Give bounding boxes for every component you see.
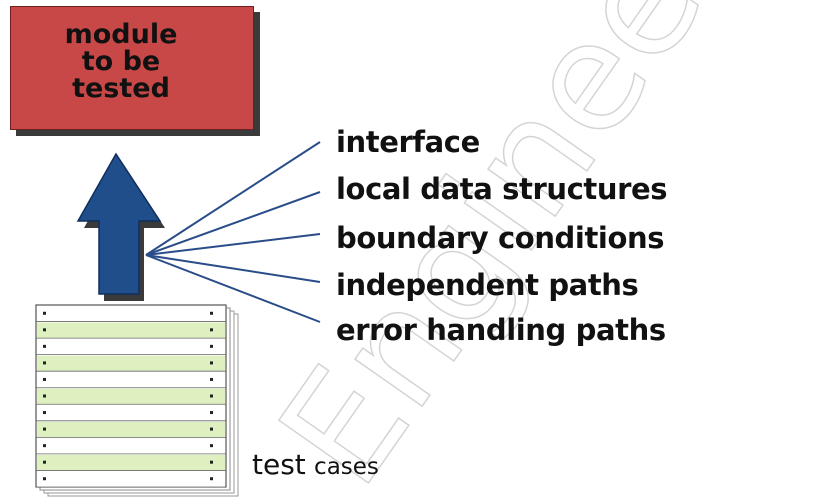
test-case-row	[37, 306, 225, 322]
test-case-row-dot	[210, 460, 213, 464]
test-case-row	[37, 405, 225, 421]
test-case-row	[37, 421, 225, 438]
connector-lines	[145, 141, 321, 323]
test-case-row-dot	[210, 328, 213, 332]
feature-error-handling-paths: error handling paths	[336, 313, 666, 347]
test-cases-label-word1: test	[252, 448, 306, 481]
feature-boundary-conditions: boundary conditions	[336, 221, 665, 255]
test-case-row-dot	[43, 411, 46, 415]
test-case-row-dot	[210, 444, 213, 448]
test-case-row-dot	[43, 394, 46, 398]
test-cases-stack-icon	[35, 304, 239, 497]
connector-line-boundary	[145, 233, 321, 256]
test-cases-label-word2: cases	[314, 454, 379, 480]
test-case-row-dot	[210, 394, 213, 398]
test-case-row	[37, 322, 225, 339]
up-arrow-icon	[76, 152, 165, 301]
test-case-row-dot	[210, 411, 213, 415]
connector-line-local-data	[145, 191, 321, 256]
test-case-row-dot	[43, 377, 46, 381]
connector-line-independent	[145, 254, 321, 283]
test-case-row-dot	[43, 344, 46, 348]
test-case-row-dot	[43, 460, 46, 464]
test-case-row	[37, 454, 225, 471]
test-cases-label: test cases	[252, 449, 379, 483]
test-case-row	[37, 372, 225, 388]
feature-local-data-structures: local data structures	[336, 172, 668, 206]
module-box: module to be tested	[10, 6, 254, 130]
feature-interface: interface	[336, 125, 480, 159]
test-case-row	[37, 339, 225, 355]
test-case-row-dot	[210, 477, 213, 481]
test-case-row-dot	[43, 477, 46, 481]
test-case-row-dot	[43, 444, 46, 448]
test-case-row-dot	[210, 427, 213, 431]
test-case-row	[37, 388, 225, 405]
connector-line-error	[145, 254, 321, 323]
test-case-row-dot	[43, 311, 46, 315]
test-case-row-dot	[43, 427, 46, 431]
module-label: module to be tested	[64, 19, 178, 104]
connector-line-interface	[145, 141, 321, 256]
test-case-row-dot	[210, 344, 213, 348]
test-case-row	[37, 471, 225, 487]
test-case-row	[37, 355, 225, 372]
test-case-row-dot	[43, 361, 46, 365]
test-case-row-dot	[210, 311, 213, 315]
test-case-row-dot	[43, 328, 46, 332]
test-case-row-dot	[210, 361, 213, 365]
test-case-row	[37, 438, 225, 454]
feature-independent-paths: independent paths	[336, 268, 639, 302]
test-case-row-dot	[210, 377, 213, 381]
